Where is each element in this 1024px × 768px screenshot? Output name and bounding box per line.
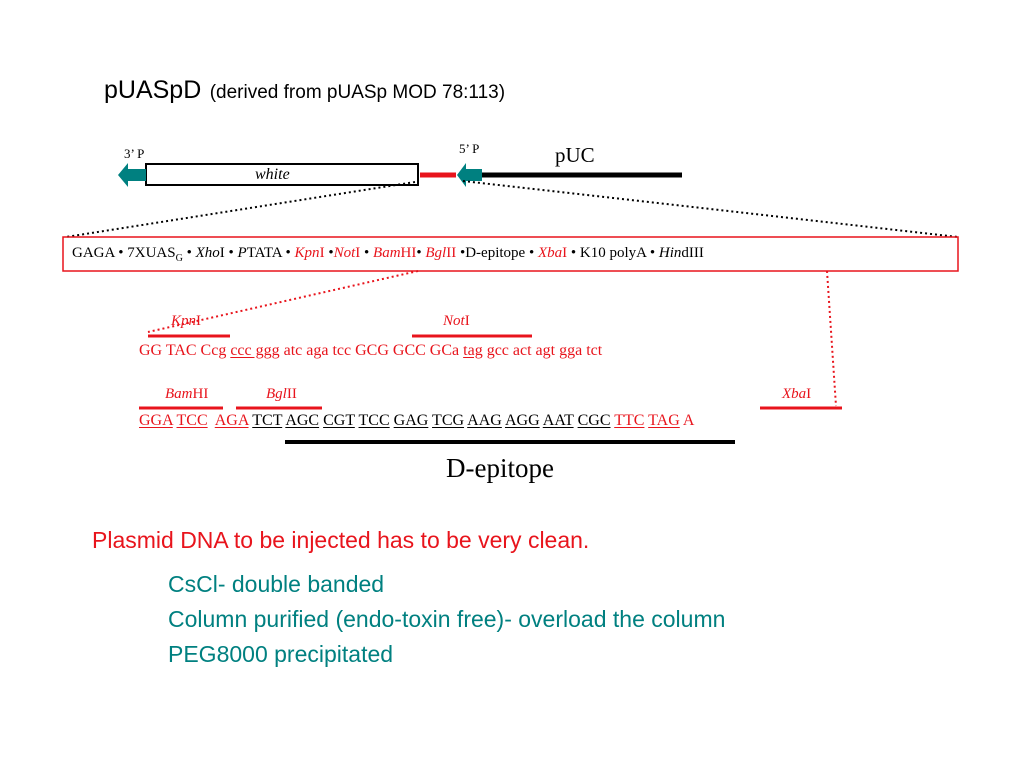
sequence-segment <box>208 412 215 429</box>
sequence-segment: gcc act agt gga tct <box>482 342 603 359</box>
sequence-segment: TCT <box>252 412 283 429</box>
construct-box <box>62 236 959 272</box>
depitope-label: D-epitope <box>446 453 554 483</box>
sequence-segment: CGT <box>323 412 355 429</box>
construct-part: Hin <box>658 245 682 261</box>
construct-part: P <box>237 245 247 261</box>
construct-part: Bam <box>373 245 401 261</box>
xba-label-roman: I <box>806 386 812 402</box>
construct-line: GAGA • 7XUASG • XhoI • PTATA • KpnI •Not… <box>72 245 704 264</box>
xba-site-label: XbaI <box>782 386 811 403</box>
not-label-italic: Not <box>443 313 465 329</box>
sequence-segment: GG TAC Ccg <box>139 342 231 359</box>
sequence-segment: AAG <box>467 412 502 429</box>
note-item-3: PEG8000 precipitated <box>168 641 394 667</box>
label-3p: 3’ P <box>124 146 145 161</box>
sequence-line-2: GGA TCC AGA TCT AGC CGT TCC GAG TCG AAG … <box>139 412 694 430</box>
kpn-label-roman: I <box>196 313 202 329</box>
slide-title: pUASpD (derived from pUASp MOD 78:113) <box>104 76 505 105</box>
construct-part: G <box>175 253 183 264</box>
sequence-segment: ccc ggg <box>230 342 280 359</box>
label-puc: pUC <box>555 143 595 167</box>
sequence-line-1: GG TAC Ccg ccc ggg atc aga tcc GCG GCC G… <box>139 342 602 360</box>
3p-arrow-icon <box>118 163 146 187</box>
sequence-segment: TTC <box>614 412 645 429</box>
construct-part: Xho <box>195 245 220 261</box>
bgl-label-italic: Bgl <box>266 386 287 402</box>
bam-site-label: BamHI <box>165 386 208 403</box>
bam-label-roman: HI <box>192 386 209 402</box>
note-item-2: Column purified (endo-toxin free)- overl… <box>168 606 726 632</box>
bgl-site-label: BglII <box>266 386 297 403</box>
not-label-roman: I <box>464 313 470 329</box>
zoom-line-kpn <box>147 270 419 333</box>
construct-part: • K10 polyA • <box>567 245 659 261</box>
construct-part: • <box>416 245 426 261</box>
sequence-segment: GGA <box>139 412 173 429</box>
bam-label-italic: Bam <box>165 386 193 402</box>
sequence-segment: A <box>679 412 695 429</box>
sequence-segment: AAT <box>542 412 574 429</box>
sequence-segment: tag <box>463 342 483 359</box>
construct-part: •D-epitope • <box>456 245 538 261</box>
construct-part: Kpn <box>294 245 320 261</box>
kpn-site-label: KpnI <box>171 313 201 330</box>
construct-part: • <box>324 245 334 261</box>
zoom-line-xba <box>826 270 837 407</box>
sequence-segment: TCC <box>176 412 208 429</box>
construct-part: I • <box>219 245 238 261</box>
construct-part: I <box>355 245 361 261</box>
construct-part: dIII <box>681 245 704 261</box>
sequence-segment: CGC <box>577 412 611 429</box>
construct-part: II <box>446 245 457 261</box>
construct-part: Not <box>333 245 356 261</box>
not-site-label: NotI <box>443 313 470 330</box>
sequence-segment: TCG <box>432 412 465 429</box>
sequence-segment: atc aga tcc GCG GCC GCa <box>279 342 464 359</box>
construct-part: I <box>319 245 325 261</box>
note-item-1: CsCl- double banded <box>168 571 385 597</box>
zoom-line-right <box>462 180 959 238</box>
label-white: white <box>255 166 290 183</box>
sequence-segment: AGA <box>214 412 249 429</box>
bgl-label-roman: II <box>286 386 297 402</box>
construct-part: • <box>182 245 196 261</box>
sequence-segment: AGG <box>504 412 540 429</box>
construct-part: Bgl <box>425 245 447 261</box>
xba-label-italic: Xba <box>782 386 807 402</box>
sequence-segment: GAG <box>393 412 429 429</box>
sequence-segment: TCC <box>358 412 390 429</box>
notes-heading: Plasmid DNA to be injected has to be ver… <box>92 527 590 553</box>
kpn-label-italic: Kpn <box>171 313 197 329</box>
construct-part: I <box>562 245 568 261</box>
construct-part: Xba <box>537 245 563 261</box>
label-5p: 5’ P <box>459 141 480 156</box>
sequence-segment: TAG <box>648 412 680 429</box>
construct-part: HI <box>400 245 417 261</box>
title-main: pUASpD <box>104 76 202 104</box>
zoom-line-left <box>65 181 416 238</box>
construct-part: GAGA • 7XUAS <box>72 245 176 261</box>
construct-part: • <box>360 245 374 261</box>
title-sub: (derived from pUASp MOD 78:113) <box>209 82 506 103</box>
sequence-segment: AGC <box>285 412 320 429</box>
construct-part: TATA • <box>246 245 295 261</box>
